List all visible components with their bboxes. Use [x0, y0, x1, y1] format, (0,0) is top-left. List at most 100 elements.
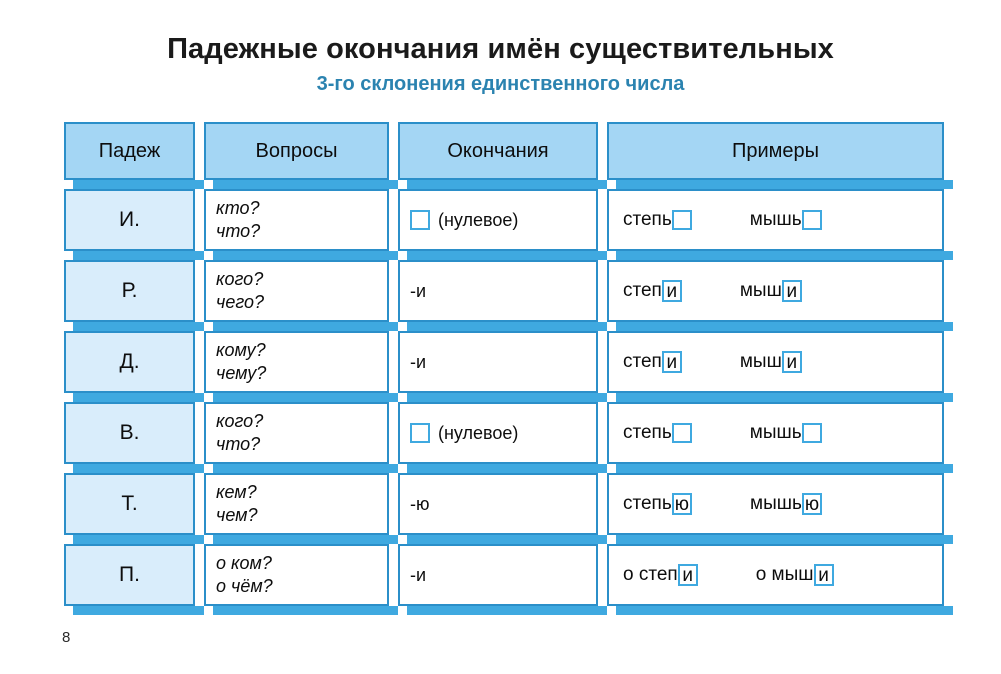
example-stem: степь — [623, 209, 672, 230]
case-cell: П. — [64, 544, 195, 606]
examples-cell: степь мышь — [607, 402, 944, 464]
ending-cell-wrap: (нулевое) — [398, 189, 607, 260]
ending-cell: -и — [398, 260, 598, 322]
header-cell-examples: Примеры — [607, 122, 944, 180]
questions-cell-wrap: о ком? о чём? — [204, 544, 398, 615]
example-stem: о степ — [623, 564, 678, 585]
questions-cell-wrap: кого? что? — [204, 402, 398, 473]
header-cell-case: Падеж — [64, 122, 195, 180]
example-ending-box: и — [813, 564, 834, 586]
header-label-endings: Окончания — [447, 139, 549, 162]
example-word: степь — [623, 422, 692, 444]
header-cell-endings: Окончания — [398, 122, 598, 180]
zero-ending-box-icon — [801, 423, 822, 443]
case-cell-wrap: И. — [64, 189, 204, 260]
ending-inner: (нулевое) — [410, 210, 518, 231]
ending-cell-wrap: -и — [398, 544, 607, 615]
table-header-row: Падеж Вопросы Окончания Примеры — [64, 122, 953, 189]
example-word: степь ю — [623, 493, 692, 515]
example-word: степ и — [623, 280, 682, 302]
table-body: И. кто? что? (нулевое) — [64, 189, 953, 615]
question-line-2: чем? — [216, 505, 258, 525]
ending-inner: (нулевое) — [410, 423, 518, 444]
question-line-1: кому? — [216, 339, 266, 360]
examples-cell-wrap: степь ю мышь ю — [607, 473, 953, 544]
table-row: И. кто? что? (нулевое) — [64, 189, 953, 260]
ending-cell-wrap: -ю — [398, 473, 607, 544]
case-cell-wrap: В. — [64, 402, 204, 473]
header-label-examples: Примеры — [731, 139, 820, 162]
page-title: Падежные окончания имён существительных — [167, 33, 834, 65]
example-stem: степь — [623, 422, 672, 443]
example-stem: мышь — [749, 209, 802, 230]
questions-cell: кого? что? — [204, 402, 389, 464]
ending-cell: (нулевое) — [398, 189, 598, 251]
case-cell-wrap: Р. — [64, 260, 204, 331]
table-row: Д. кому? чему? -и степ — [64, 331, 953, 402]
ending-cell: (нулевое) — [398, 402, 598, 464]
zero-ending-box-icon — [801, 210, 822, 230]
questions-cell-wrap: кем? чем? — [204, 473, 398, 544]
example-stem: мыш — [739, 351, 782, 372]
example-word: мыш и — [740, 351, 802, 373]
zero-ending-box-icon — [671, 210, 692, 230]
header-cell-endings-wrap: Окончания — [398, 122, 607, 189]
examples-cell-wrap: степ и мыш и — [607, 331, 953, 402]
zero-ending-box-icon — [671, 423, 692, 443]
ending-cell: -и — [398, 544, 598, 606]
examples-cell: степ и мыш и — [607, 260, 944, 322]
questions-cell: кого? чего? — [204, 260, 389, 322]
example-ending-box: и — [677, 564, 698, 586]
page-number: 8 — [62, 629, 71, 646]
case-cell: Р. — [64, 260, 195, 322]
examples-inner: степ и мыш и — [619, 351, 932, 373]
example-ending-box: и — [661, 351, 682, 373]
questions-cell: кем? чем? — [204, 473, 389, 535]
questions-cell-wrap: кто? что? — [204, 189, 398, 260]
ending-cell: -и — [398, 331, 598, 393]
questions-cell-wrap: кому? чему? — [204, 331, 398, 402]
question-line-1: кого? — [216, 410, 264, 431]
question-line-2: что? — [216, 434, 261, 454]
table-row: П. о ком? о чём? -и о степ — [64, 544, 953, 615]
examples-cell: о степ и о мыш и — [607, 544, 944, 606]
case-label: Д. — [119, 350, 140, 373]
header-label-case: Падеж — [98, 139, 161, 162]
examples-inner: степь ю мышь ю — [619, 493, 932, 515]
ending-cell: -ю — [398, 473, 598, 535]
table-row: Т. кем? чем? -ю степь — [64, 473, 953, 544]
header-cell-questions-wrap: Вопросы — [204, 122, 398, 189]
example-stem: мышь — [749, 422, 802, 443]
ending-cell-wrap: -и — [398, 331, 607, 402]
examples-cell: степ и мыш и — [607, 331, 944, 393]
examples-cell: степь мышь — [607, 189, 944, 251]
examples-inner: степ и мыш и — [619, 280, 932, 302]
example-word: о степ и — [623, 564, 698, 586]
page-subtitle: 3-го склонения единственного числа — [316, 72, 685, 95]
examples-cell-wrap: о степ и о мыш и — [607, 544, 953, 615]
case-cell: И. — [64, 189, 195, 251]
example-word: мыш и — [740, 280, 802, 302]
example-word: о мыш и — [756, 564, 834, 586]
example-ending-box: ю — [801, 493, 823, 515]
example-stem: мышь — [750, 493, 802, 514]
example-stem: мыш — [739, 280, 782, 301]
case-cell: В. — [64, 402, 195, 464]
header-label-questions: Вопросы — [255, 139, 338, 162]
case-label: Р. — [121, 279, 138, 302]
question-line-2: что? — [216, 221, 261, 241]
zero-ending-box-icon — [410, 210, 430, 230]
question-line-1: о ком? — [216, 552, 272, 573]
question-line-2: о чём? — [216, 576, 273, 596]
ending-text: -и — [410, 280, 427, 301]
example-word: мышь — [750, 209, 822, 231]
examples-inner: степь мышь — [619, 209, 932, 231]
example-stem: степь — [623, 493, 672, 514]
example-word: степь — [623, 209, 692, 231]
question-line-1: кто? — [216, 197, 260, 218]
example-word: мышь ю — [750, 493, 823, 515]
examples-inner: степь мышь — [619, 422, 932, 444]
declension-table: Падеж Вопросы Окончания Примеры И. — [64, 122, 953, 615]
question-line-1: кого? — [216, 268, 264, 289]
examples-cell-wrap: степ и мыш и — [607, 260, 953, 331]
